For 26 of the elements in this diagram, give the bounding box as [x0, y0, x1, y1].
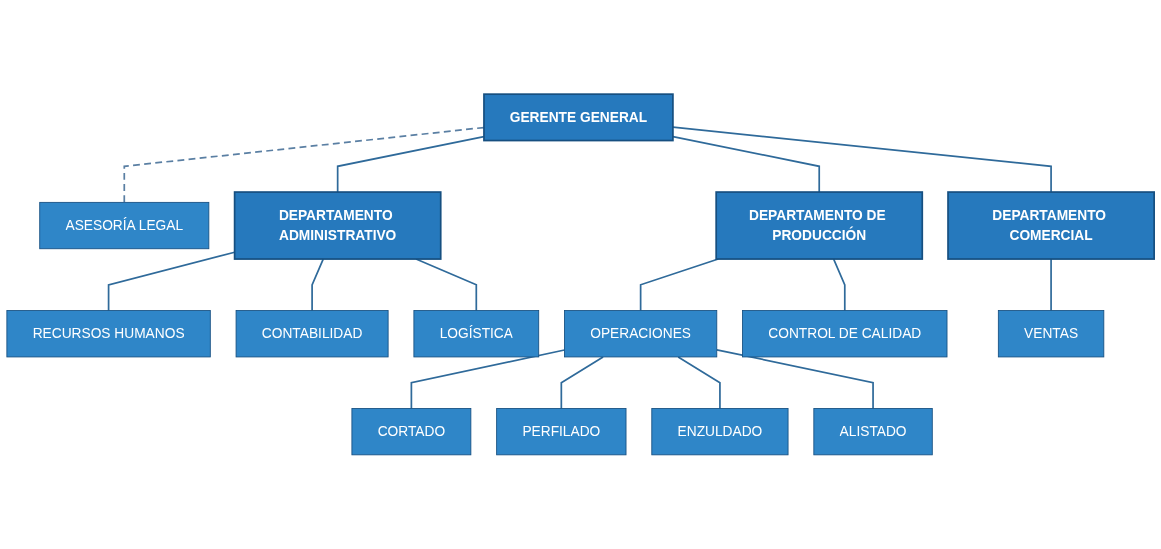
node-box: CORTADO	[351, 408, 472, 456]
node-box: OPERACIONES	[564, 310, 718, 358]
connector	[639, 258, 720, 312]
connector	[677, 356, 721, 410]
connector	[715, 348, 874, 410]
node-box: DEPARTAMENTO COMERCIAL	[947, 191, 1155, 260]
connector	[311, 258, 325, 312]
connector	[1050, 258, 1052, 312]
node-box: PERFILADO	[496, 408, 627, 456]
node-box: RECURSOS HUMANOS	[6, 310, 211, 358]
connector	[672, 126, 1052, 193]
node-box: DEPARTAMENTO DE PRODUCCIÓN	[715, 191, 924, 260]
connector	[415, 258, 478, 312]
node-box: LOGÍSTICA	[413, 310, 540, 358]
node-box: VENTAS	[997, 310, 1105, 358]
node-box: GERENTE GENERAL	[483, 93, 674, 142]
connector	[410, 349, 566, 410]
node-box: ENZULDADO	[651, 408, 789, 456]
node-box: CONTABILIDAD	[235, 310, 389, 358]
node-box: DEPARTAMENTO ADMINISTRATIVO	[233, 191, 442, 260]
node-box: ALISTADO	[813, 408, 933, 456]
connector	[560, 356, 604, 410]
connector	[832, 258, 846, 312]
node-box: CONTROL DE CALIDAD	[742, 310, 948, 358]
connector	[672, 135, 821, 193]
node-box: ASESORÍA LEGAL	[39, 201, 210, 250]
